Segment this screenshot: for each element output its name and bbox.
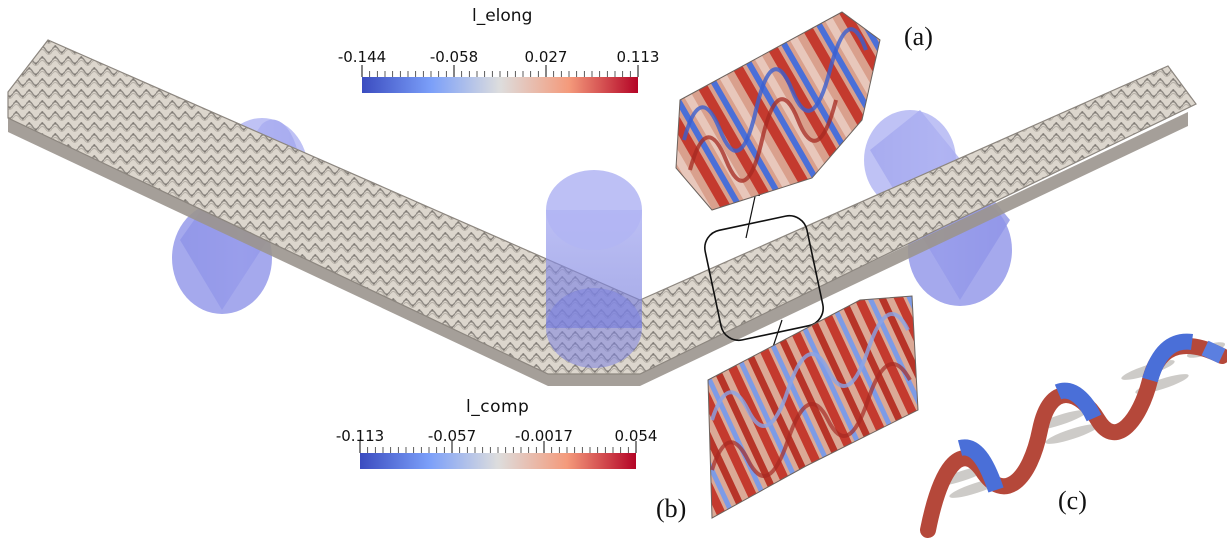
zoom-region-box bbox=[704, 214, 824, 342]
elongation-colorbar-ticks bbox=[361, 65, 639, 77]
panel-label-a: (a) bbox=[904, 22, 933, 51]
compression-tick-label: -0.057 bbox=[427, 427, 477, 445]
elongation-colorbar bbox=[361, 65, 639, 93]
compression-colorbar bbox=[359, 441, 637, 469]
inset-a-elongation-detail bbox=[675, 11, 881, 211]
elongation-tick-label: -0.058 bbox=[429, 48, 479, 66]
compression-tick-label: -0.0017 bbox=[515, 427, 573, 445]
compression-tick-label: -0.113 bbox=[335, 427, 385, 445]
center-loading-roller bbox=[546, 170, 642, 368]
inset-b-compression-detail bbox=[707, 295, 919, 519]
panel-label-b: (b) bbox=[656, 494, 687, 523]
elongation-colorbar-title: l_elong bbox=[472, 6, 533, 26]
panel-label-c: (c) bbox=[1058, 486, 1087, 515]
compression-colorbar-ticks bbox=[359, 441, 637, 453]
compression-tick-label: 0.054 bbox=[614, 427, 658, 445]
compression-colorbar-title: l_comp bbox=[466, 397, 530, 417]
elongation-tick-label: 0.113 bbox=[616, 48, 660, 66]
elongation-tick-label: -0.144 bbox=[337, 48, 387, 66]
elongation-tick-label: 0.027 bbox=[524, 48, 568, 66]
inset-c-yarn-path bbox=[920, 333, 1227, 538]
